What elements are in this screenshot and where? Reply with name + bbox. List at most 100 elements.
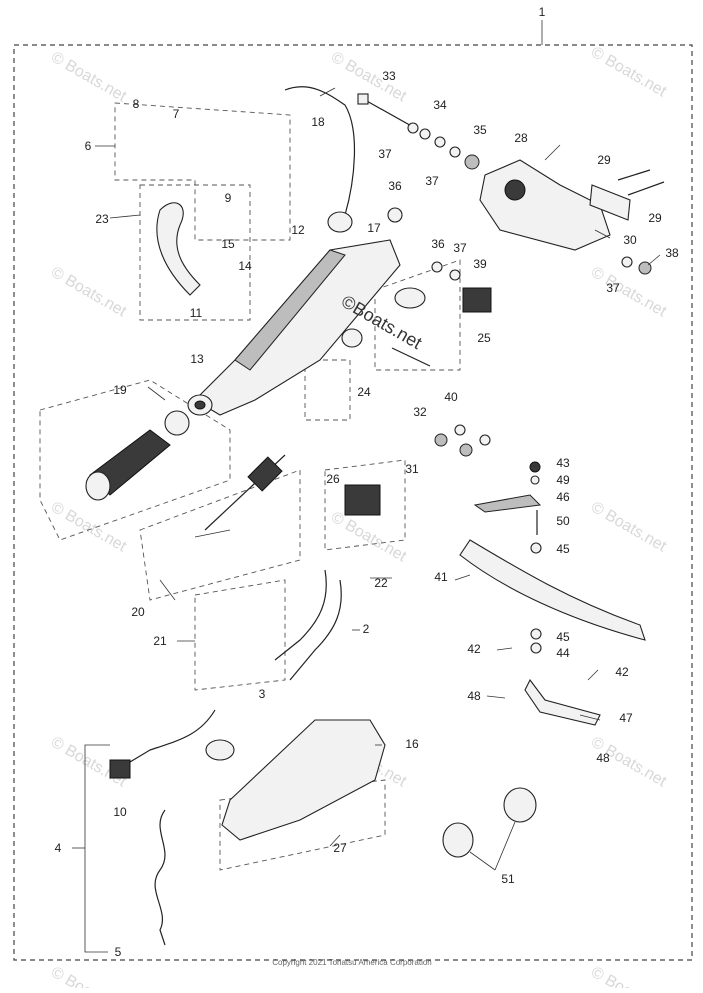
stop-switch-part — [462, 287, 492, 313]
switch-cap-part — [205, 739, 235, 761]
callout-label: 45 — [556, 630, 570, 644]
knob-part — [442, 822, 474, 858]
callout-label: 33 — [382, 69, 396, 83]
watermark-text: © Boats.net — [588, 964, 670, 988]
nut-part — [434, 433, 448, 447]
bolt-shaft — [364, 99, 416, 129]
watermark-text: © Boats.net — [48, 499, 130, 556]
kill-switch-part — [109, 759, 131, 779]
steering-bracket — [479, 159, 631, 251]
callout-label: 19 — [113, 383, 127, 397]
callout-label: 13 — [190, 352, 204, 366]
callout-label: 16 — [405, 737, 419, 751]
callout-label: 10 — [113, 805, 127, 819]
grommet-part — [327, 211, 353, 233]
tiller-arm — [187, 239, 401, 416]
callout-label: 51 — [501, 872, 515, 886]
lever-plate — [473, 494, 542, 513]
washer-part — [479, 434, 491, 446]
callout-label: 27 — [333, 841, 347, 855]
callout-label: 36 — [388, 179, 402, 193]
callout-label: 39 — [473, 257, 487, 271]
washer-part — [431, 261, 443, 273]
callout-label: 44 — [556, 646, 570, 660]
callout-label: 25 — [477, 331, 491, 345]
washer-part — [621, 256, 633, 268]
callout-label: 47 — [619, 711, 633, 725]
bracket-pivot-hole — [504, 179, 526, 201]
group-box-throttle — [139, 469, 301, 601]
friction-plate — [459, 539, 646, 641]
watermark-text: © Boats.net — [48, 49, 130, 106]
watermark-text: © Boats.net — [588, 499, 670, 556]
callout-label: 50 — [556, 514, 570, 528]
callout-label: 37 — [606, 281, 620, 295]
bushing-part — [464, 154, 480, 170]
watermark-text: © Boats.net — [48, 264, 130, 321]
bushing-part — [341, 328, 363, 348]
callout-label: 40 — [444, 390, 458, 404]
callout-label: 15 — [221, 237, 235, 251]
lower-base-cover — [221, 719, 386, 841]
lanyard-wire — [124, 709, 216, 766]
pin-part — [391, 347, 431, 367]
callout-label: 49 — [556, 473, 570, 487]
callout-label: 7 — [173, 107, 180, 121]
callout-label: 45 — [556, 542, 570, 556]
callout-label: 9 — [225, 191, 232, 205]
callout-label: 30 — [623, 233, 637, 247]
callout-label: 28 — [514, 131, 528, 145]
callout-label: 35 — [473, 123, 487, 137]
callout-label: 3 — [259, 687, 266, 701]
group-box-bracket — [304, 359, 351, 421]
friction-lever — [156, 202, 201, 296]
wire-harness — [284, 86, 356, 216]
grip-end — [85, 471, 111, 501]
shift-switch-part — [344, 484, 381, 516]
cable-part — [289, 579, 342, 681]
pin-part — [627, 181, 665, 196]
nut-part — [459, 443, 473, 457]
bushing-part — [387, 207, 403, 223]
washer-part — [530, 475, 540, 485]
callout-label: 32 — [413, 405, 427, 419]
callout-label: 26 — [326, 472, 340, 486]
callout-label: 20 — [131, 605, 145, 619]
group-box-cable — [194, 579, 286, 691]
washer-part — [454, 424, 466, 436]
leader-lines — [72, 87, 661, 953]
callout-label: 14 — [238, 259, 252, 273]
coiled-cord — [154, 809, 166, 946]
callout-label: 38 — [665, 246, 679, 260]
watermark-text: © Boats.net — [588, 264, 670, 321]
washer-part — [449, 269, 461, 281]
callout-label: 18 — [311, 115, 325, 129]
callout-label: 46 — [556, 490, 570, 504]
callout-label: 4 — [55, 841, 62, 855]
watermark-text: © Boats.net — [48, 964, 130, 988]
group-box-switch — [114, 102, 291, 241]
assembly-frame — [13, 44, 693, 961]
washer-part — [530, 542, 542, 554]
callout-label: 34 — [433, 98, 447, 112]
callout-label: 1 — [539, 5, 546, 19]
group-box-lever — [139, 184, 251, 321]
callout-label: 8 — [133, 97, 140, 111]
callout-label: 48 — [596, 751, 610, 765]
bolt-head — [357, 93, 369, 105]
copyright-text: Copyright 2021 Tohatsu America Corporati… — [272, 958, 432, 967]
callout-label: 37 — [453, 241, 467, 255]
washer-part — [419, 128, 431, 140]
callout-label: 37 — [378, 147, 392, 161]
washer-part — [434, 136, 446, 148]
callout-label: 17 — [367, 221, 381, 235]
callout-label: 41 — [434, 570, 448, 584]
callout-label: 36 — [431, 237, 445, 251]
washer-part — [407, 122, 419, 134]
callout-group: 1234567891011121314151617181920212223242… — [55, 5, 679, 959]
callout-label: 43 — [556, 456, 570, 470]
callout-label: 29 — [648, 211, 662, 225]
pin-part — [617, 169, 651, 181]
knob-part — [503, 787, 537, 823]
